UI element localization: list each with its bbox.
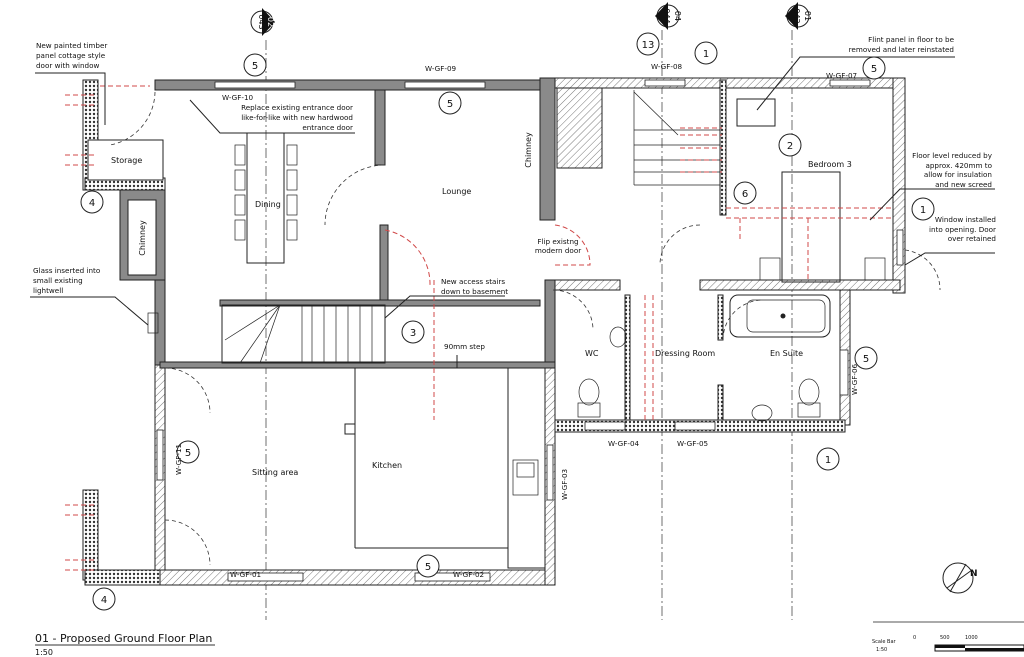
svg-text:044: 044 [662,8,671,23]
svg-text:W-GF-11: W-GF-11 [174,444,183,475]
room-label-en-suite: En Suite [770,349,803,358]
room-label-wc: WC [585,349,599,358]
section-marker: 043 02 [250,8,275,36]
svg-text:1: 1 [825,455,831,466]
tag: 13 [636,32,660,56]
tag: 5 [854,346,878,370]
window-labels: W-GF-10 W-GF-09 W-GF-08 W-GF-07 W-GF-06 … [174,62,859,579]
tag: 4 [92,587,116,611]
svg-text:5: 5 [252,61,258,72]
room-label-lounge: Lounge [442,187,471,196]
svg-text:5: 5 [447,99,453,110]
svg-text:W-GF-01: W-GF-01 [230,570,261,579]
tag: 1 [694,41,718,65]
svg-text:W-GF-10: W-GF-10 [222,93,254,102]
tag: 5 [416,554,440,578]
room-label-kitchen: Kitchen [372,461,402,470]
drawing-title: 01 - Proposed Ground Floor Plan 1:50 [35,632,215,657]
north-arrow-icon: N [942,562,978,594]
svg-text:5: 5 [871,64,877,75]
svg-text:W-GF-06: W-GF-06 [850,363,859,395]
svg-text:W-GF-03: W-GF-03 [560,469,569,500]
room-label-bedroom-3: Bedroom 3 [808,160,852,169]
room-label-chimney: Chimney [138,220,147,256]
grid-axes [265,30,793,620]
svg-text:W-GF-04: W-GF-04 [608,439,640,448]
svg-text:4: 4 [89,198,95,209]
tag: 1 [816,447,840,471]
svg-text:6: 6 [742,189,748,200]
svg-text:3: 3 [410,328,416,339]
tag: 2 [778,133,802,157]
svg-text:W-GF-09: W-GF-09 [425,64,457,73]
svg-text:4: 4 [101,595,107,606]
svg-text:1: 1 [703,49,709,60]
svg-text:02: 02 [266,17,275,27]
stair-treads [224,90,720,364]
furniture [147,90,886,569]
drawing-scale-text: 1:50 [35,648,53,657]
tag: 5 [176,440,200,464]
svg-text:N: N [970,569,978,579]
svg-text:13: 13 [642,40,655,51]
room-label-dining: Dining [255,200,281,209]
tag: 1 [911,197,935,221]
room-label-dressing-room: Dressing Room [655,349,715,358]
annotation-tags: 5 5 13 1 5 2 6 1 3 5 5 5 4 4 1 [80,32,935,611]
svg-text:1000: 1000 [965,635,978,641]
svg-text:W-GF-05: W-GF-05 [677,439,708,448]
svg-text:1:50: 1:50 [876,647,887,653]
svg-text:5: 5 [863,354,869,365]
svg-text:500: 500 [940,635,950,641]
section-marker: 04 044 [655,2,682,30]
scale-bar: Scale Bar 1:50 0 500 1000 [872,621,1024,653]
svg-text:W-GF-07: W-GF-07 [826,71,857,80]
svg-text:04: 04 [673,11,682,21]
room-label-sitting-area: Sitting area [252,468,298,477]
tag: 4 [80,190,104,214]
room-labels: Storage Dining Lounge Chimney Chimney Be… [111,132,852,477]
svg-text:043: 043 [257,14,266,29]
svg-text:Scale Bar: Scale Bar [872,639,897,645]
tag: 5 [862,56,886,80]
svg-text:01: 01 [803,11,812,21]
tag: 6 [733,181,757,205]
svg-text:1: 1 [920,205,926,216]
tag: 5 [438,91,462,115]
section-marker: 01 042 [785,2,812,30]
room-label-storage: Storage [111,156,142,165]
svg-text:W-GF-02: W-GF-02 [453,570,484,579]
tag: 5 [243,53,267,77]
drawing-title-text: 01 - Proposed Ground Floor Plan [35,632,212,645]
leader-lines [30,56,995,368]
walls [82,77,906,586]
svg-text:5: 5 [185,448,191,459]
door-swings [65,85,941,571]
tag: 3 [401,320,425,344]
room-label-chimney: Chimney [524,132,533,168]
note-step: 90mm step [444,342,485,351]
svg-text:5: 5 [425,562,431,573]
svg-text:W-GF-08: W-GF-08 [651,62,683,71]
svg-text:0: 0 [913,635,916,641]
svg-text:2: 2 [787,141,793,152]
svg-text:042: 042 [792,8,801,23]
windows [156,79,904,582]
